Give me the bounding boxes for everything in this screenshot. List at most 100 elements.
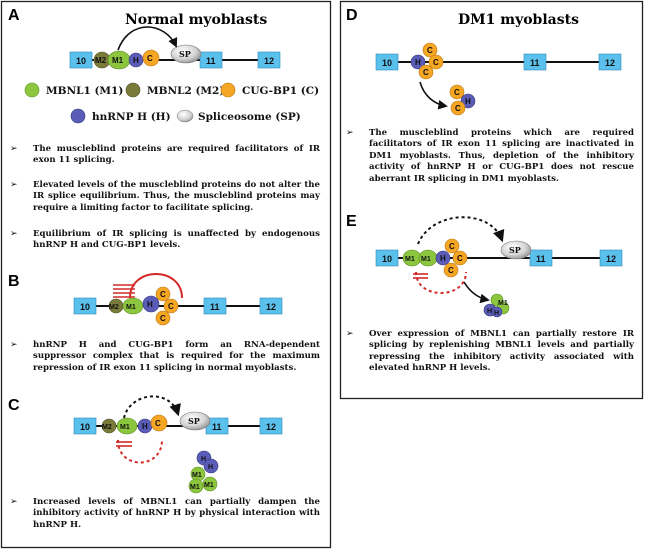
spliceosome-label: SP xyxy=(188,416,200,426)
cugbp1-protein-label: C xyxy=(423,68,429,77)
mbnl1-protein-label: M1 xyxy=(190,484,200,491)
panel-d-gene-diagram: 10 11 12 H C C C C H C xyxy=(375,42,622,116)
panel-c-gene-diagram: 10 11 12 SP M2 M1 H C H H M1 M1 xyxy=(73,395,283,494)
exon-11 xyxy=(529,249,553,267)
weakened-suppressor-loop xyxy=(117,439,163,464)
hnrnph-protein xyxy=(203,458,219,474)
panel-e-gene-diagram: 10 11 12 SP M1 M1 H C C C H H xyxy=(375,216,623,318)
right-panel-frame xyxy=(339,0,644,400)
cugbp1-protein xyxy=(142,49,160,67)
cugbp1-protein xyxy=(449,84,465,100)
cugbp1-protein xyxy=(444,238,460,254)
mbnl2-protein-label: M2 xyxy=(109,304,119,311)
exon-10 xyxy=(73,417,97,435)
hnrnph-protein-label: H xyxy=(440,254,446,263)
exon-10 xyxy=(69,51,93,69)
panel-a-title: Normal myoblasts xyxy=(125,12,267,28)
bullet-arrow: ➢ xyxy=(10,497,18,507)
cugbp1-protein-label: C xyxy=(155,419,161,428)
hnrnph-protein-label: H xyxy=(415,58,421,67)
cugbp1-protein-label: C xyxy=(168,302,174,311)
legend-hnrnph-label: hnRNP H (H) xyxy=(92,111,171,123)
panel-a-note-1: The muscleblind proteins are required fa… xyxy=(33,144,320,166)
exon-11-label: 11 xyxy=(530,58,540,68)
cugbp1-protein-label: C xyxy=(160,290,166,299)
hnrnph-protein-label: H xyxy=(201,456,206,463)
exon-10-label: 10 xyxy=(382,254,392,264)
legend-mbnl1-label: MBNL1 (M1) xyxy=(46,85,123,97)
legend-spliceosome-swatch xyxy=(176,109,194,123)
mbnl1-hnrnph-complex: H H M1 M1 M1 xyxy=(188,450,219,494)
panel-e-note-1: Over expression of MBNL1 can partially r… xyxy=(369,329,634,374)
mbnl2-protein-label: M2 xyxy=(102,424,112,431)
exon-10-label: 10 xyxy=(80,422,90,432)
exon-10 xyxy=(375,53,399,71)
bullet-arrow: ➢ xyxy=(10,180,18,190)
cugbp1-protein xyxy=(150,414,168,432)
panel-d-title: DM1 myoblasts xyxy=(458,12,579,28)
exon-11-label: 11 xyxy=(210,302,220,312)
panel-b-gene-diagram: 10 11 12 M2 M1 H C C C xyxy=(73,273,283,326)
mbnl1-protein-label: M1 xyxy=(421,256,431,263)
hnrnph-protein-label: H xyxy=(208,464,213,471)
exon-12-label: 12 xyxy=(264,56,274,66)
exon-10 xyxy=(73,297,97,315)
spliceosome xyxy=(179,411,211,431)
facilitation-arrow xyxy=(417,216,505,245)
bullet-arrow: ➢ xyxy=(10,340,18,350)
exon-12-label: 12 xyxy=(266,422,276,432)
exon-10-label: 10 xyxy=(80,302,90,312)
panel-b-letter: B xyxy=(8,273,20,290)
mbnl1-protein-label: M1 xyxy=(498,300,508,307)
cugbp1-protein-label: C xyxy=(147,54,153,63)
hnrnph-protein-label: H xyxy=(487,308,492,315)
spliceosome xyxy=(500,240,532,260)
spliceosome-label: SP xyxy=(179,49,191,59)
cugbp1-protein xyxy=(418,64,434,80)
exon-12 xyxy=(259,417,283,435)
mbnl1-hnrnph-complex: H H M1 xyxy=(483,293,510,318)
panel-b-note-1: hnRNP H and CUG-BP1 form an RNA-dependen… xyxy=(33,340,320,373)
panel-e-letter: E xyxy=(346,213,357,230)
mbnl1-protein xyxy=(116,417,138,435)
exon-11-label: 11 xyxy=(206,56,216,66)
legend-cugbp1-swatch xyxy=(220,82,236,98)
panel-a-note-2: Elevated levels of the muscleblind prote… xyxy=(33,180,320,213)
exon-10-label: 10 xyxy=(76,56,86,66)
hnrnph-protein-label: H xyxy=(465,97,471,106)
cugbp1-protein-label: C xyxy=(427,46,433,55)
bullet-arrow: ➢ xyxy=(10,229,18,239)
exon-11 xyxy=(199,51,223,69)
cugbp1-protein xyxy=(155,310,171,326)
cugbp1-protein-label: C xyxy=(160,314,166,323)
exon-11 xyxy=(523,53,547,71)
weakened-suppressor-loop xyxy=(415,271,467,294)
exon-12-label: 12 xyxy=(605,58,615,68)
cugbp1-protein xyxy=(163,298,179,314)
mbnl2-protein-label: M2 xyxy=(95,56,107,65)
bullet-arrow: ➢ xyxy=(346,329,354,339)
exon-11 xyxy=(203,297,227,315)
mbnl1-protein-label: M1 xyxy=(192,472,202,479)
exon-12 xyxy=(259,297,283,315)
hnrnph-protein-label: H xyxy=(147,300,153,309)
legend-cugbp1-label: CUG-BP1 (C) xyxy=(242,85,319,97)
cugbp1-protein-label: C xyxy=(433,58,439,67)
hnrnph-protein-label: H xyxy=(494,310,499,317)
mbnl1-protein xyxy=(202,476,218,492)
mbnl1-protein-label: M1 xyxy=(126,304,136,311)
cugbp1-protein-label: C xyxy=(448,266,454,275)
panel-d-note-1: The muscleblind proteins which are requi… xyxy=(369,128,634,184)
mbnl1-protein-label: M1 xyxy=(112,56,124,65)
cugbp1-protein xyxy=(443,262,459,278)
panel-c-note-1: Increased levels of MBNL1 can partially … xyxy=(33,497,320,530)
panel-a-note-3: Equilibrium of IR splicing is unaffected… xyxy=(33,229,320,251)
released-proteins: C H C xyxy=(449,84,476,116)
cugbp1-protein xyxy=(450,100,466,116)
exon-10 xyxy=(375,249,399,267)
exon-11-label: 11 xyxy=(536,254,546,264)
panel-a-gene-diagram: 10 11 12 M2 M1 H C SP xyxy=(69,26,281,70)
bullet-arrow: ➢ xyxy=(346,128,354,138)
release-arrow xyxy=(419,81,448,110)
